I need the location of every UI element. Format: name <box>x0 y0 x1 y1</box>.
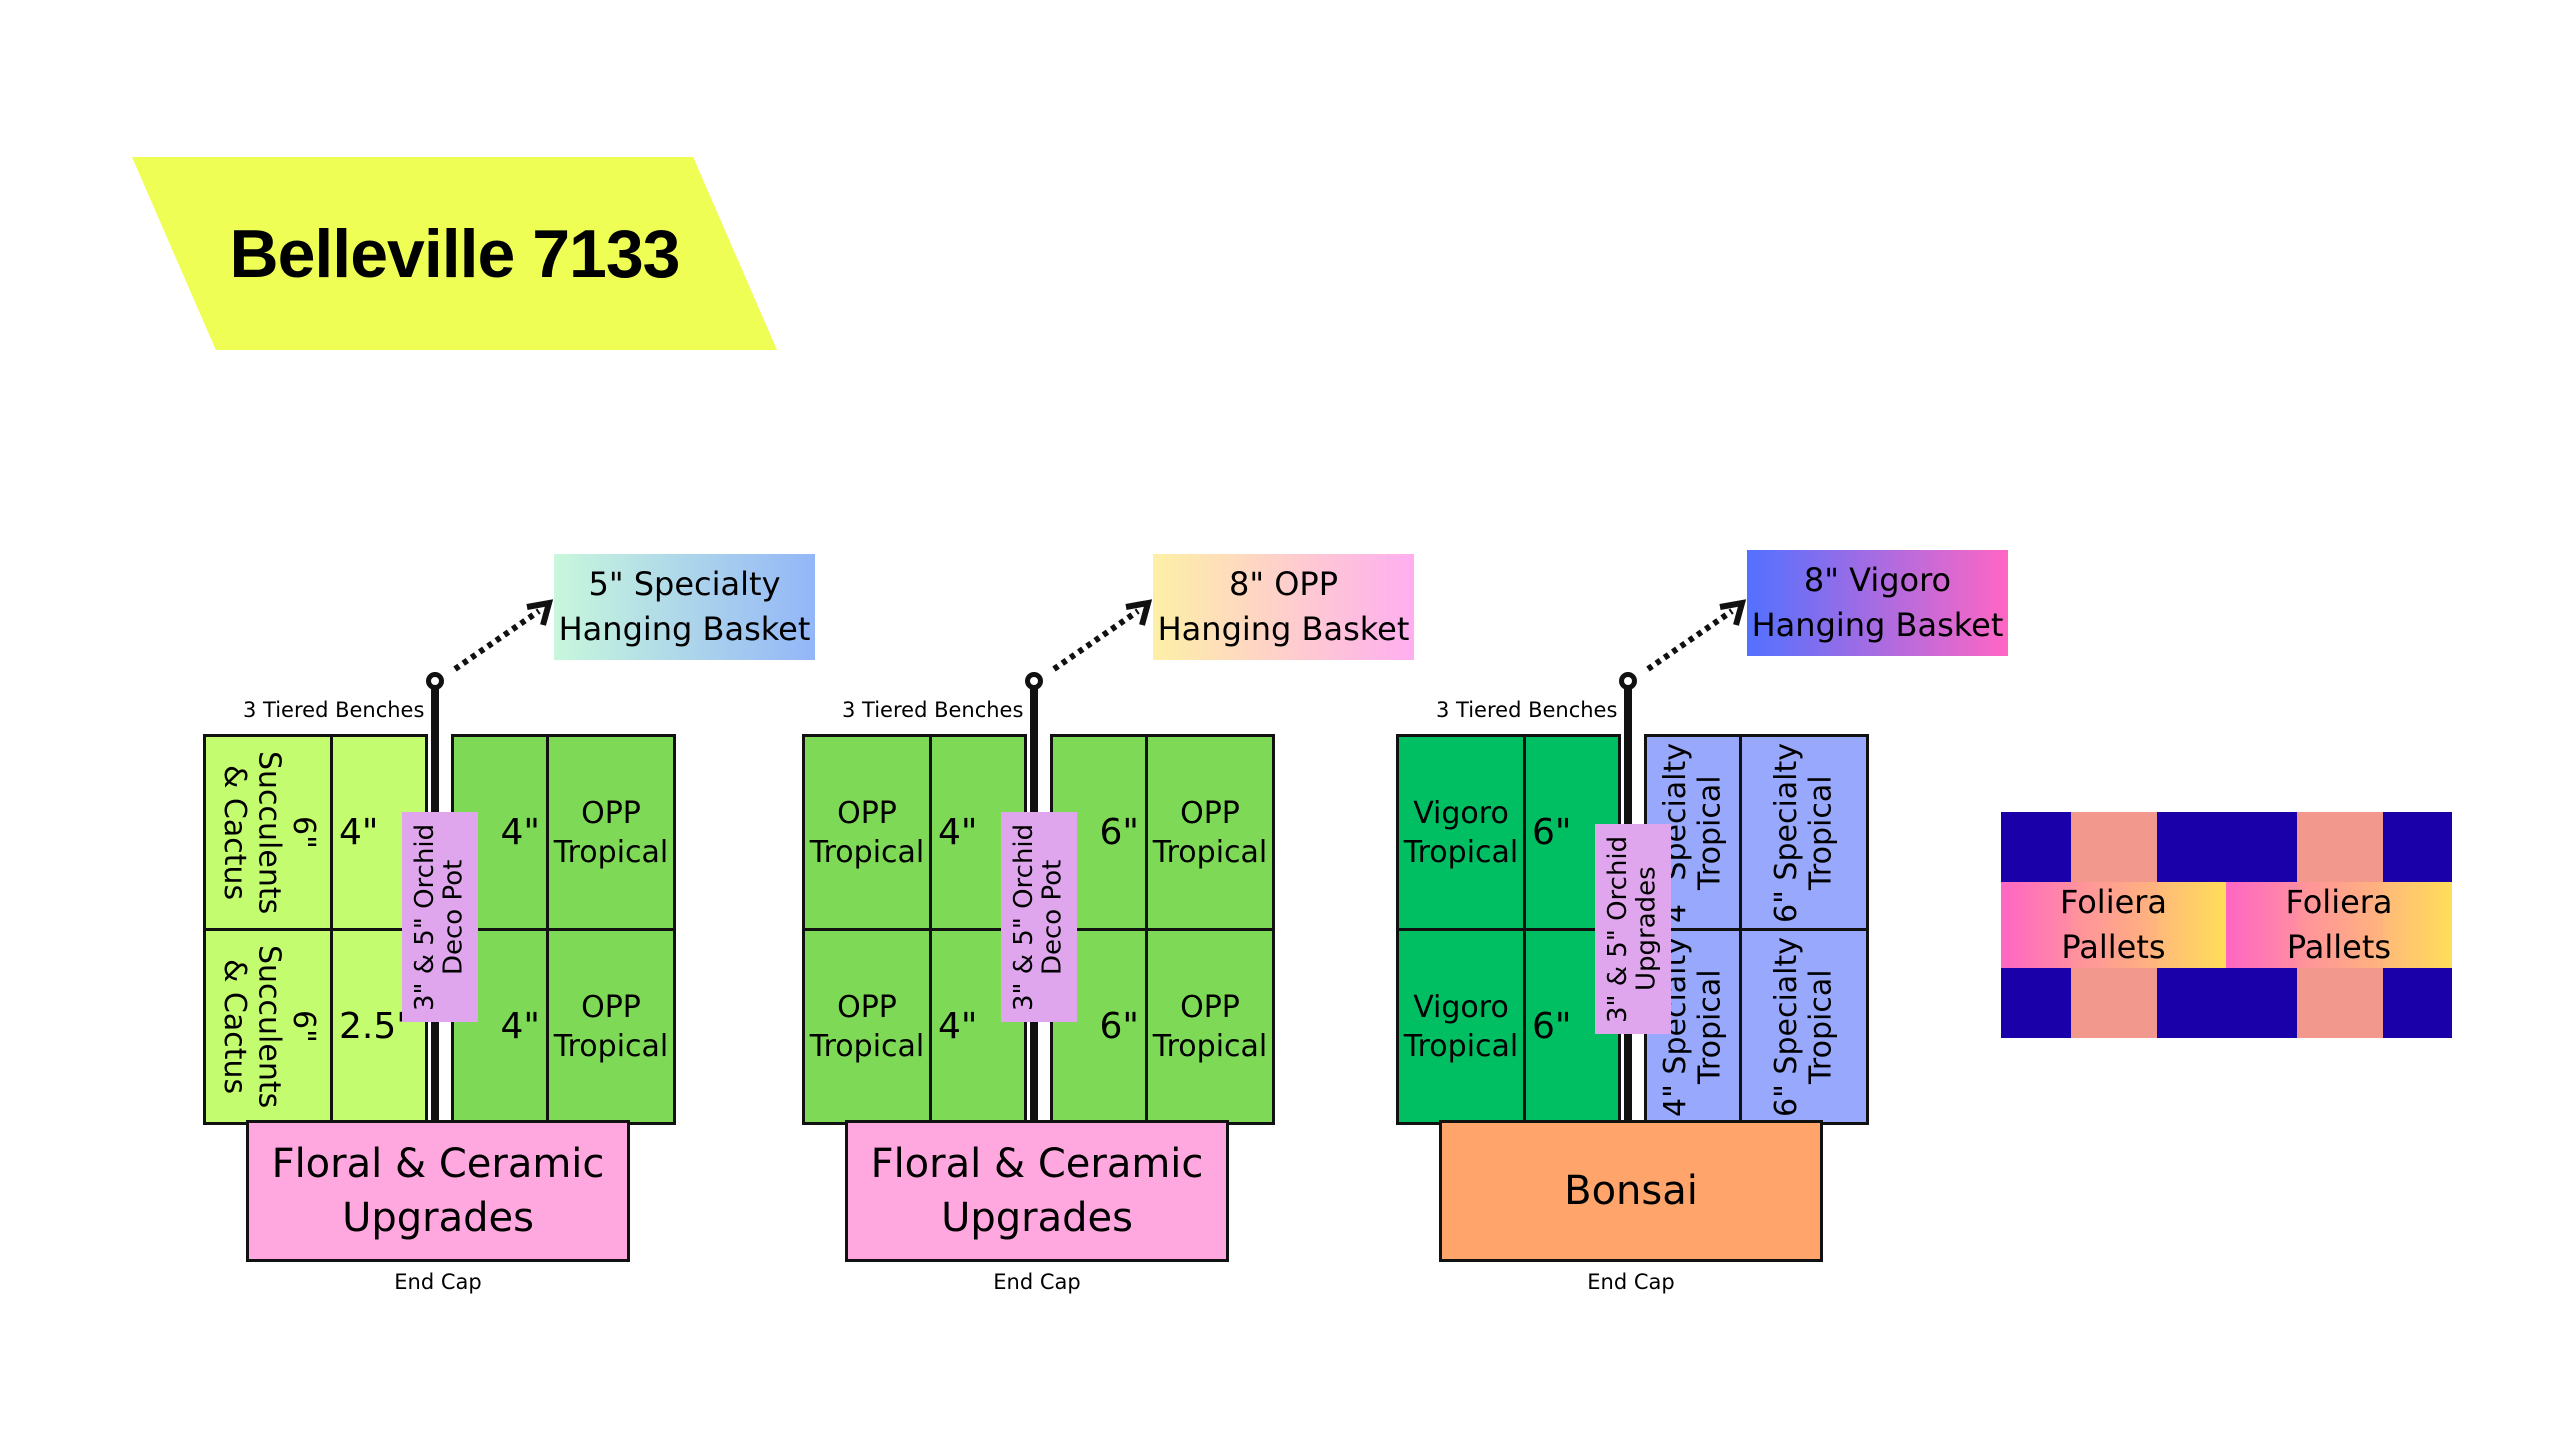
cell-label: 6" <box>1099 812 1139 853</box>
hanging-basket-line1: 8" Vigoro <box>1803 561 1952 600</box>
dotted-arrow-icon <box>1052 599 1153 672</box>
endcap-line1: Floral & Ceramic <box>271 1141 605 1187</box>
dotted-arrow-icon <box>1646 599 1747 672</box>
cell-label: 4" <box>339 812 379 853</box>
endcap-line1: Bonsai <box>1564 1168 1698 1214</box>
endcap-caption: End Cap <box>993 1270 1081 1294</box>
right-bench-cell: 6" Specialty Tropical <box>1739 734 1869 931</box>
endcap-line1: Floral & Ceramic <box>870 1141 1204 1187</box>
cell-label: 6" Succulents & Cactus <box>216 944 321 1109</box>
endcap-caption: End Cap <box>1587 1270 1675 1294</box>
pallet-label: Foliera Pallets <box>2226 877 2452 973</box>
cell-label: 6" <box>1532 812 1572 853</box>
left-bench-cell: 6" Succulents & Cactus <box>203 928 333 1125</box>
right-bench-cell: 6" Specialty Tropical <box>1739 928 1869 1125</box>
cell-label: 6" Specialty Tropical <box>1768 742 1839 923</box>
bench-label: 3 Tiered Benches <box>243 698 425 722</box>
cell-label: 4" <box>938 1006 978 1047</box>
endcap-line2: Upgrades <box>941 1195 1133 1241</box>
pole-ring-icon <box>1619 672 1637 690</box>
cell-label: 4" <box>938 812 978 853</box>
endcap-line2: Upgrades <box>342 1195 534 1241</box>
orchid-label: 3" & 5" Orchid Upgrades <box>1603 835 1662 1023</box>
hanging-basket-line2: Hanging Basket <box>1157 610 1410 648</box>
endcap-caption: End Cap <box>394 1270 482 1294</box>
cell-label: OPP Tropical <box>809 795 925 870</box>
pallet-label-line1: Foliera <box>2285 883 2393 922</box>
cell-label: 2.5" <box>339 1006 413 1047</box>
page-title: Belleville 7133 <box>229 215 680 292</box>
pallet-label: Foliera Pallets <box>2001 877 2226 973</box>
cell-label: 6" Specialty Tropical <box>1768 936 1839 1117</box>
cell-label: 4" <box>500 812 540 853</box>
hanging-basket-label: 8" OPP Hanging Basket <box>1153 554 1414 660</box>
orchid-label-box: 3" & 5" Orchid Upgrades <box>1595 824 1671 1034</box>
cell-label: OPP Tropical <box>1152 989 1268 1064</box>
dotted-arrow-icon <box>453 599 554 672</box>
hanging-basket-line2: Hanging Basket <box>1751 606 2004 644</box>
right-bench-cell: OPP Tropical <box>1145 928 1275 1125</box>
hanging-basket-line1: 5" Specialty <box>588 565 781 604</box>
orchid-label-box: 3" & 5" Orchid Deco Pot <box>402 812 478 1022</box>
hanging-basket-line2: Hanging Basket <box>558 610 811 648</box>
left-bench-cell: Vigoro Tropical <box>1396 928 1526 1125</box>
orchid-label-box: 3" & 5" Orchid Deco Pot <box>1001 812 1077 1022</box>
pole-ring-icon <box>1025 672 1043 690</box>
right-bench-cell: OPP Tropical <box>546 928 676 1125</box>
pallet-label-line2: Pallets <box>2061 928 2166 966</box>
cell-label: Vigoro Tropical <box>1403 989 1519 1064</box>
left-bench-cell: OPP Tropical <box>802 734 932 931</box>
cell-label: Vigoro Tropical <box>1403 795 1519 870</box>
right-bench-cell: OPP Tropical <box>546 734 676 931</box>
hanging-basket-line1: 8" OPP <box>1228 565 1339 604</box>
endcap-box: Bonsai <box>1439 1120 1823 1262</box>
left-bench-cell: Vigoro Tropical <box>1396 734 1526 931</box>
pole-ring-icon <box>426 672 444 690</box>
bench-label: 3 Tiered Benches <box>1436 698 1618 722</box>
cell-label: OPP Tropical <box>809 989 925 1064</box>
cell-label: 6" <box>1099 1006 1139 1047</box>
right-bench-cell: OPP Tropical <box>1145 734 1275 931</box>
pallet-label-line1: Foliera <box>2059 883 2168 922</box>
cell-label: 6" <box>1532 1006 1572 1047</box>
cell-label: OPP Tropical <box>553 795 669 870</box>
cell-label: OPP Tropical <box>553 989 669 1064</box>
cell-label: 6" Succulents & Cactus <box>216 750 321 915</box>
cell-label: OPP Tropical <box>1152 795 1268 870</box>
foliera-pallets: Foliera Pallets Foliera Pallets <box>2001 812 2452 1038</box>
title-banner <box>132 157 777 350</box>
cell-label: 4" <box>500 1006 540 1047</box>
bench-label: 3 Tiered Benches <box>842 698 1024 722</box>
foliera-pallets-graphic <box>2001 812 2452 1038</box>
left-bench-cell: OPP Tropical <box>802 928 932 1125</box>
pallet-label-line2: Pallets <box>2286 928 2392 966</box>
